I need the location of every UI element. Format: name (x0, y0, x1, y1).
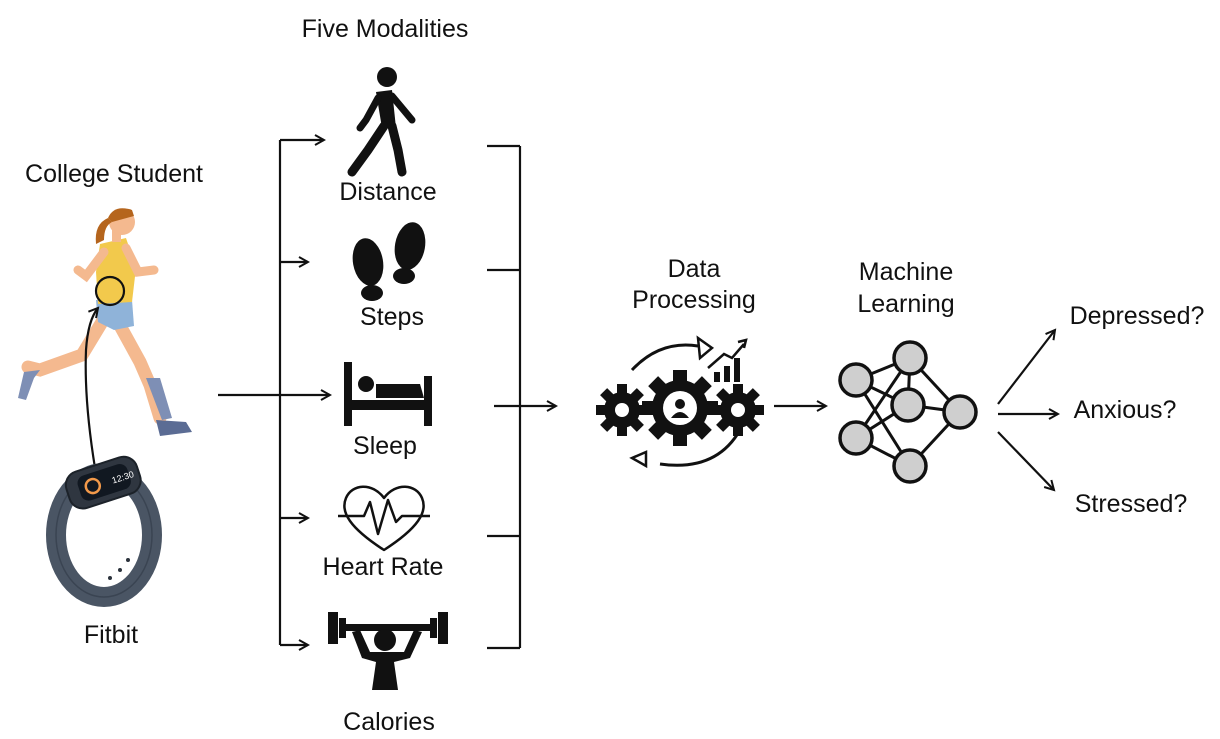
ml-label-line1: Machine (859, 258, 954, 286)
output-arrow-stressed (997, 431, 1054, 490)
student-label: College Student (25, 160, 203, 188)
fitbit-highlight-circle (94, 275, 126, 307)
modality-label-steps: Steps (360, 303, 424, 331)
neural-network-icon (838, 340, 978, 484)
modality-label-calories: Calories (343, 708, 435, 736)
output-label-anxious: Anxious? (1074, 396, 1177, 424)
heart-pulse-icon (338, 485, 430, 552)
modality-label-sleep: Sleep (353, 432, 417, 460)
processing-label-line1: Data (668, 255, 721, 283)
fitbit-to-runner-arrow (84, 308, 98, 469)
modality-label-distance: Distance (339, 178, 436, 206)
gears-icon (596, 335, 764, 469)
walking-person-icon (347, 67, 416, 177)
fitbit-label: Fitbit (84, 621, 138, 649)
modality-distribution-bracket (278, 140, 324, 645)
output-arrow-depressed (997, 330, 1055, 405)
processing-label-line2: Processing (632, 286, 756, 314)
modalities-title: Five Modalities (302, 15, 469, 43)
ml-label-line2: Learning (857, 290, 954, 318)
modality-label-heart-rate: Heart Rate (323, 553, 444, 581)
runner-illustration (18, 208, 192, 436)
modality-collect-bracket (487, 144, 556, 650)
bed-icon (344, 362, 432, 426)
output-label-stressed: Stressed? (1075, 490, 1188, 518)
footprints-icon (352, 222, 426, 301)
weightlifter-icon (328, 612, 448, 690)
output-label-depressed: Depressed? (1070, 302, 1205, 330)
fitbit-device-icon: 12:30 (46, 455, 162, 607)
